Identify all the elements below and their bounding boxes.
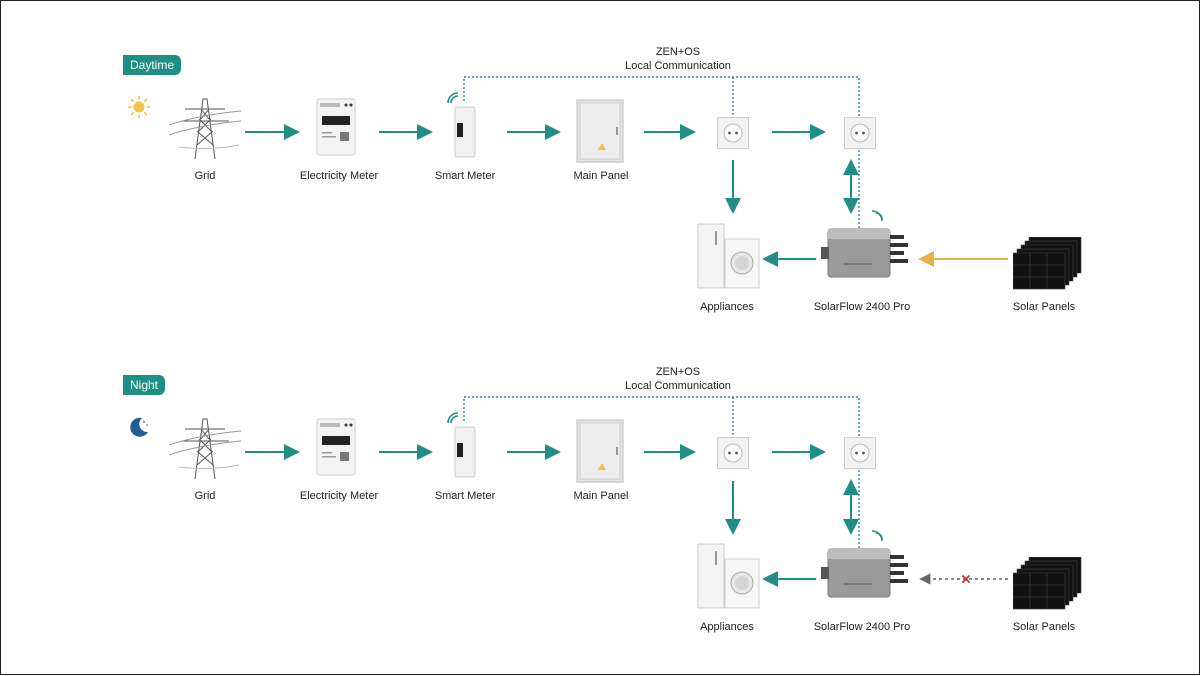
appliances-icon <box>697 543 760 609</box>
sun-icon <box>127 95 151 119</box>
wall-socket-icon <box>844 437 876 469</box>
label-grid: Grid <box>194 170 216 182</box>
label-main-panel: Main Panel <box>573 170 629 182</box>
moon-icon <box>130 417 148 437</box>
label-appliances: Appliances <box>700 621 754 633</box>
label-grid: Grid <box>194 490 216 502</box>
label-smart-meter: Smart Meter <box>434 170 496 182</box>
electricity-meter-icon <box>316 98 356 156</box>
label-smart-meter: Smart Meter <box>434 490 496 502</box>
comm-line <box>463 76 860 234</box>
label-electricity-meter: Electricity Meter <box>299 490 379 502</box>
label-solarflow: SolarFlow 2400 Pro <box>813 621 911 633</box>
comm-title: ZEN+OS <box>655 46 701 58</box>
solar-panels-icon <box>1013 237 1082 290</box>
comm-line <box>463 396 860 554</box>
main-panel-icon <box>576 419 624 483</box>
solarflow-device-icon <box>821 210 908 278</box>
mode-badge-night: Night <box>123 375 166 395</box>
label-appliances: Appliances <box>700 301 754 313</box>
label-main-panel: Main Panel <box>573 490 629 502</box>
comm-subtitle: Local Communication <box>625 380 731 392</box>
solar-panels-icon <box>1013 557 1082 610</box>
appliances-icon <box>697 223 760 289</box>
main-panel-icon <box>576 99 624 163</box>
label-solar-panels: Solar Panels <box>1012 621 1076 633</box>
comm-subtitle: Local Communication <box>625 60 731 72</box>
solarflow-device-icon <box>821 530 908 598</box>
label-solar-panels: Solar Panels <box>1012 301 1076 313</box>
label-electricity-meter: Electricity Meter <box>299 170 379 182</box>
electricity-meter-icon <box>316 418 356 476</box>
smart-meter-icon <box>447 412 476 478</box>
grid-tower-icon <box>169 98 241 160</box>
comm-label-night: ZEN+OS Local Communication <box>578 365 778 393</box>
comm-label-daytime: ZEN+OS Local Communication <box>578 45 778 73</box>
mode-badge-daytime: Daytime <box>123 55 182 75</box>
wall-socket-icon <box>717 437 749 469</box>
comm-title: ZEN+OS <box>655 366 701 378</box>
flow-arrows-daytime <box>245 76 1008 267</box>
wall-socket-icon <box>717 117 749 149</box>
label-solarflow: SolarFlow 2400 Pro <box>813 301 911 313</box>
blocked-x-icon <box>962 575 970 583</box>
grid-tower-icon <box>169 418 241 480</box>
wall-socket-icon <box>844 117 876 149</box>
smart-meter-icon <box>447 92 476 158</box>
